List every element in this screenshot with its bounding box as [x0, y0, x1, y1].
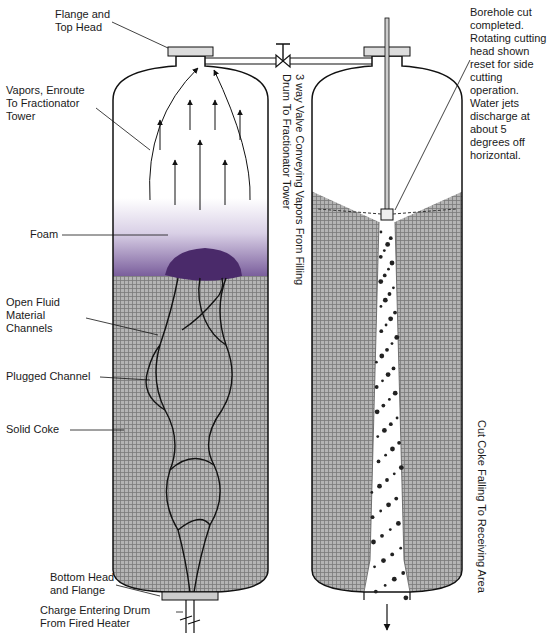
coke-piece [377, 484, 382, 489]
coke-piece [399, 465, 404, 470]
coke-piece [392, 286, 395, 289]
coke-piece [380, 534, 384, 538]
part-label: Plugged Channel [6, 370, 102, 383]
charge-pipe [180, 600, 200, 633]
coke-piece [376, 435, 379, 438]
part-label: Charge Entering Drum From Fired Heater [40, 604, 176, 630]
coke-piece [384, 454, 387, 457]
leader-lines [62, 22, 470, 612]
bottom-opening [364, 592, 410, 600]
coke-piece [379, 354, 384, 359]
coke-piece [397, 441, 401, 445]
part-label: Cut Coke Falling To Receiving Area [475, 420, 488, 625]
cutting-note: Borehole cut completed. Rotating cutting… [470, 6, 548, 162]
coke-piece [386, 372, 391, 377]
valve-note: 3 way Valve Conveying Vapors From Fillin… [280, 74, 306, 306]
coke-piece [393, 391, 398, 396]
coke-piece [393, 311, 397, 315]
coke-piece [381, 379, 384, 382]
coke-piece [389, 528, 392, 531]
coke-piece [382, 428, 387, 433]
filling-drum [113, 56, 268, 592]
coke-piece [390, 447, 395, 452]
fall-arrow [386, 604, 387, 630]
coke-piece [390, 261, 395, 266]
vapor-arrows [150, 68, 251, 210]
drill-stem [385, 18, 389, 212]
coke-piece [384, 584, 387, 587]
top-flange [168, 47, 213, 56]
coke-piece [385, 324, 388, 327]
falling-coke [370, 231, 408, 601]
coke-piece [373, 565, 376, 568]
coke-piece [375, 385, 379, 389]
coke-piece [379, 329, 383, 333]
part-label: Vapors, Enroute To Fractionator Tower [6, 84, 98, 123]
coke-piece [392, 577, 397, 582]
part-label: Solid Coke [6, 423, 70, 436]
coke-piece [399, 547, 402, 550]
coke-piece [371, 540, 376, 545]
coke-piece [375, 409, 380, 414]
part-label: Open Fluid Material Channels [6, 296, 88, 335]
coke-piece [396, 417, 399, 420]
coke-piece [381, 558, 386, 563]
coke-piece [403, 595, 408, 600]
part-label: Foam [30, 228, 70, 241]
cutting-head [381, 209, 393, 220]
coke-piece [371, 515, 375, 519]
coke-piece [380, 305, 383, 308]
coke-piece [380, 231, 383, 234]
valve-stem [276, 44, 290, 61]
coke-piece [388, 316, 393, 321]
coke-piece [385, 478, 389, 482]
coke-piece [383, 274, 387, 278]
part-label: Flange and Top Head [55, 8, 115, 34]
coke-piece [388, 398, 391, 401]
coke-piece [375, 361, 378, 364]
coke-piece [378, 279, 383, 284]
coke-piece [401, 571, 405, 575]
coke-piece [396, 521, 401, 526]
coke-piece [388, 292, 392, 296]
coke-piece [379, 510, 382, 513]
coke-piece [385, 242, 390, 247]
bottom-flange [162, 592, 218, 600]
coke-piece [385, 348, 389, 352]
coke-piece [383, 249, 386, 252]
coke-piece [379, 255, 383, 259]
filling-drum-contents [100, 198, 280, 602]
coke-piece [374, 590, 378, 594]
coke-piece [386, 502, 391, 507]
coke-piece [381, 404, 385, 408]
coke-piece [370, 491, 373, 494]
coke-piece [390, 553, 394, 557]
coke-piece [392, 367, 396, 371]
coke-piece [377, 460, 381, 464]
part-label: Bottom Head and Flange [50, 571, 116, 597]
coke-piece [393, 472, 396, 475]
water-jets [318, 209, 456, 214]
coke-piece [389, 236, 393, 240]
coke-piece [394, 335, 399, 340]
coke-piece [387, 268, 390, 271]
coke-piece [389, 422, 393, 426]
coke-piece [394, 497, 398, 501]
coke-piece [391, 342, 394, 345]
coke-piece [383, 298, 388, 303]
